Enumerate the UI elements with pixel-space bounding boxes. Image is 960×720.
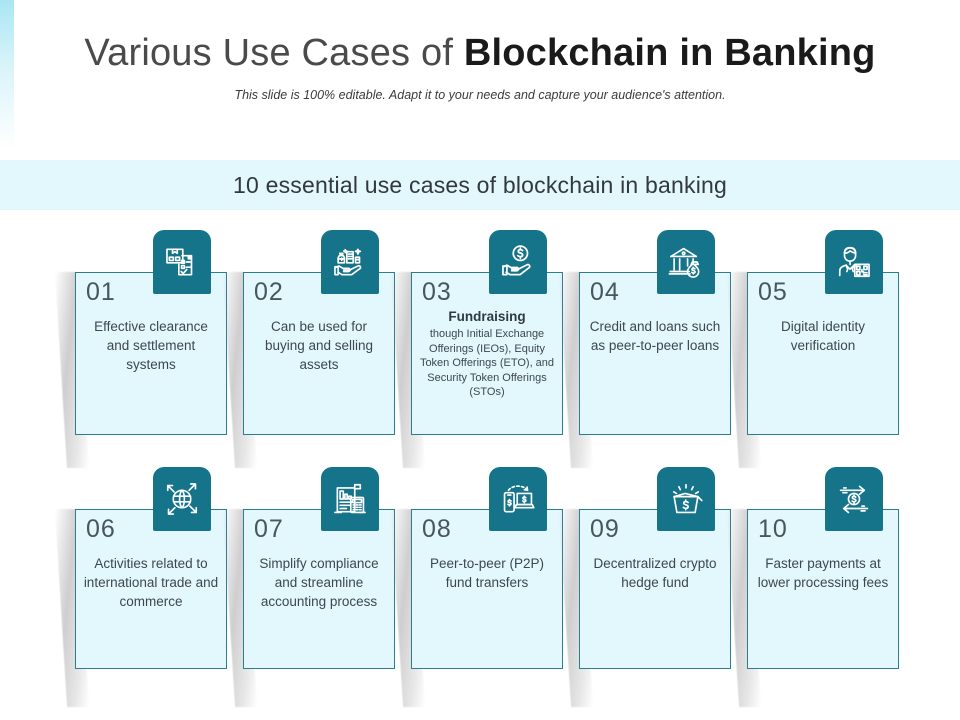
card-description: Decentralized crypto hedge fund (593, 556, 717, 590)
card-number: 02 (254, 278, 284, 306)
card-number: 04 (590, 278, 620, 306)
card-description: Faster payments at lower processing fees (757, 556, 889, 590)
section-banner: 10 essential use cases of blockchain in … (0, 160, 960, 210)
clipboard-checklist-icon (153, 230, 211, 294)
card-number: 07 (254, 515, 284, 543)
card-description: Digital identity verification (780, 319, 866, 353)
arrows-exchange-dollar-icon (825, 467, 883, 531)
bank-money-bag-icon (657, 230, 715, 294)
card-description: though Initial Exchange Offerings (IEOs)… (419, 328, 555, 398)
card-number: 03 (422, 278, 452, 306)
card-text: Activities related to international trad… (82, 554, 220, 611)
card-description: Credit and loans such as peer-to-peer lo… (589, 319, 721, 353)
card-text: Effective clearance and settlement syste… (82, 317, 220, 374)
card-text: Fundraising though Initial Exchange Offer… (416, 307, 558, 400)
card-number: 09 (590, 515, 620, 543)
page-title-bold: Blockchain in Banking (463, 32, 876, 74)
card-headline: Fundraising (448, 309, 526, 324)
accent-corner-decoration (0, 0, 14, 150)
card-text: Decentralized crypto hedge fund (586, 554, 724, 592)
card-description: Simplify compliance and streamline accou… (259, 556, 379, 609)
card-number: 06 (86, 515, 116, 543)
person-qr-code-icon (825, 230, 883, 294)
card-text: Credit and loans such as peer-to-peer lo… (586, 317, 724, 355)
card-description: Peer-to-peer (P2P) fund transfers (429, 556, 545, 590)
section-banner-label: 10 essential use cases of blockchain in … (233, 171, 727, 198)
card-text: Digital identity verification (754, 317, 892, 355)
card-number: 05 (758, 278, 788, 306)
page-title-regular: Various Use Cases of (84, 32, 464, 74)
card-description: Effective clearance and settlement syste… (94, 319, 208, 372)
card-text: Can be used for buying and selling asset… (250, 317, 388, 374)
card-description: Can be used for buying and selling asset… (264, 319, 374, 372)
page-title: Various Use Cases of Blockchain in Banki… (0, 30, 960, 76)
card-number: 10 (758, 515, 788, 543)
card-number: 01 (86, 278, 116, 306)
page-subtitle: This slide is 100% editable. Adapt it to… (234, 88, 726, 102)
document-calculator-icon (321, 467, 379, 531)
card-text: Simplify compliance and streamline accou… (250, 554, 388, 611)
globe-arrows-icon (153, 467, 211, 531)
hand-holding-money-buildings-icon (321, 230, 379, 294)
card-number: 08 (422, 515, 452, 543)
bucket-dollar-icon (657, 467, 715, 531)
slide-header: Various Use Cases of Blockchain in Banki… (0, 0, 960, 150)
card-text: Faster payments at lower processing fees (754, 554, 892, 592)
hand-holding-dollar-coin-icon (489, 230, 547, 294)
phone-laptop-transfer-icon (489, 467, 547, 531)
card-text: Peer-to-peer (P2P) fund transfers (418, 554, 556, 592)
card-description: Activities related to international trad… (83, 556, 219, 609)
